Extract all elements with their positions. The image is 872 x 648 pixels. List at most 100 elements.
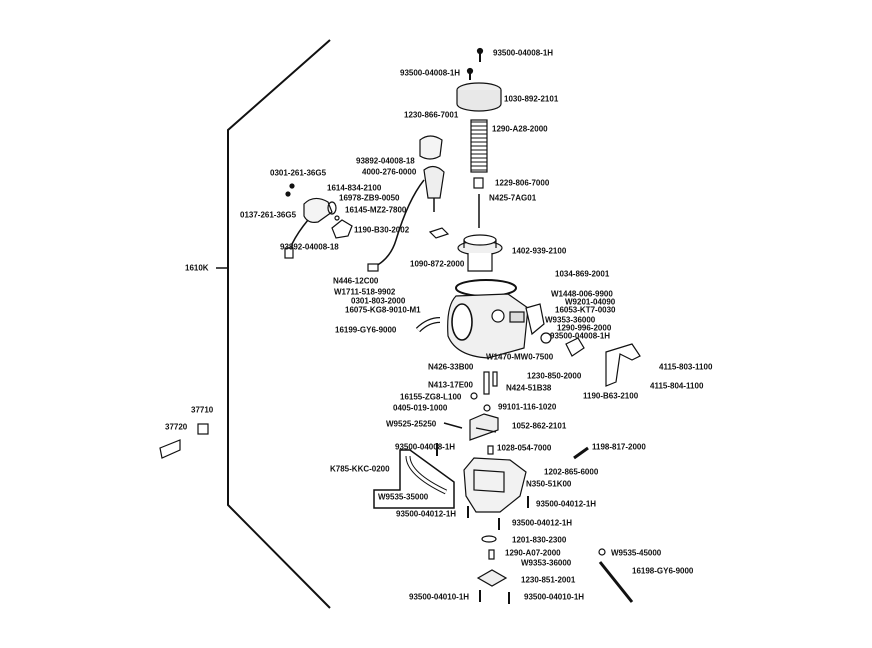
pump-cover-icon: [476, 569, 508, 587]
auto-choke-icon: [367, 165, 445, 272]
pipe-icon: [598, 561, 634, 603]
clamp-icon: [598, 548, 606, 556]
part-label[interactable]: 1230-866-7001: [404, 110, 459, 120]
part-label[interactable]: N425-7AG01: [489, 193, 537, 203]
drain-screw-icon: [573, 446, 589, 460]
part-label[interactable]: 1230-850-2000: [527, 371, 582, 381]
part-label[interactable]: 99101-116-1020: [498, 402, 557, 412]
hose-kit-box: [373, 449, 455, 509]
part-label[interactable]: 93892-04008-18: [356, 156, 415, 166]
spring-icon: [488, 549, 495, 560]
part-label[interactable]: 0137-261-36G5: [240, 210, 297, 220]
part-label[interactable]: 1614-834-2100: [327, 183, 382, 193]
part-label[interactable]: 16199-GY6-9000: [335, 325, 397, 335]
part-label[interactable]: 1202-865-6000: [544, 467, 599, 477]
part-label[interactable]: 1190-B63-2100: [583, 391, 639, 401]
part-label[interactable]: 1090-872-2000: [410, 259, 465, 269]
main-jet-icon: [483, 371, 490, 395]
part-label[interactable]: W1448-006-9900: [551, 289, 613, 299]
float-icon: [469, 413, 499, 441]
part-label[interactable]: N446-12C00: [333, 276, 379, 286]
part-label[interactable]: 93892-04008-18: [280, 242, 339, 252]
part-label[interactable]: 16978-ZB9-0050: [339, 193, 400, 203]
plug-icon: [483, 404, 491, 412]
part-label[interactable]: 16198-GY6-9000: [632, 566, 694, 576]
part-label[interactable]: W9353-36000: [545, 315, 596, 325]
part-label[interactable]: 0405-019-1000: [393, 403, 448, 413]
part-label[interactable]: W9353-36000: [521, 558, 572, 568]
part-label[interactable]: 1290-A28-2000: [492, 124, 548, 134]
overflow-hose-icon: [405, 455, 448, 495]
spring-icon: [470, 119, 488, 173]
top-cap-icon: [456, 82, 502, 112]
float-pin-icon: [443, 422, 463, 429]
diaphragm-piston-icon: [457, 234, 503, 272]
part-label[interactable]: N426-33B00: [428, 362, 474, 372]
jet-icon: [492, 371, 498, 387]
part-label[interactable]: 93500-04008-1H: [400, 68, 461, 78]
part-label[interactable]: 37710: [191, 405, 214, 415]
part-label[interactable]: 1034-869-2001: [555, 269, 610, 279]
overflow-hose-inner: [406, 455, 447, 494]
starter-cover-icon: [419, 135, 443, 160]
needle-clip-icon: [473, 177, 484, 189]
carburetor-body-icon: [447, 279, 529, 359]
mounting-bracket-icon: [605, 343, 641, 387]
part-label[interactable]: 4000-276-0000: [362, 167, 417, 177]
part-label[interactable]: 93500-04008-1H: [493, 48, 554, 58]
part-label[interactable]: 37720: [165, 422, 188, 432]
part-label[interactable]: 1290-A07-2000: [505, 548, 561, 558]
hose-icon: [416, 318, 441, 332]
diaphragm-icon: [481, 535, 497, 543]
part-label[interactable]: W1470-MW0-7500: [486, 352, 554, 362]
part-label[interactable]: 16145-MZ2-7800: [345, 205, 407, 215]
part-label[interactable]: 1190-B30-2002: [354, 225, 410, 235]
assembly-bracket: [227, 39, 331, 609]
part-label[interactable]: W9201-04090: [565, 297, 616, 307]
part-label[interactable]: 1229-806-7000: [495, 178, 550, 188]
part-label[interactable]: 1290-996-2000: [557, 323, 612, 333]
plate-icon: [331, 219, 353, 239]
part-label[interactable]: N350-51K00: [526, 479, 572, 489]
pilot-jet-icon: [470, 392, 478, 400]
part-label[interactable]: 1198-817-2000: [592, 442, 646, 452]
screw-icon: [466, 67, 474, 80]
part-label[interactable]: 0301-803-2000: [351, 296, 406, 306]
part-label[interactable]: 1052-862-2101: [512, 421, 567, 431]
part-label[interactable]: W9535-45000: [611, 548, 662, 558]
part-label[interactable]: W9535-35000: [378, 492, 429, 502]
part-label[interactable]: 4115-804-1100: [650, 381, 704, 391]
part-label[interactable]: 16155-ZG8-L100: [400, 392, 462, 402]
part-label[interactable]: 93500-04010-1H: [409, 592, 470, 602]
washer-icon: [334, 215, 340, 221]
part-label[interactable]: N413-17E00: [428, 380, 473, 390]
part-label[interactable]: 93500-04008-1H: [395, 442, 456, 452]
part-label[interactable]: 93500-04012-1H: [512, 518, 573, 528]
part-label[interactable]: 1230-851-2001: [521, 575, 576, 585]
float-bowl-icon: [463, 457, 527, 513]
part-label[interactable]: K785-KKC-0200: [330, 464, 390, 474]
part-label[interactable]: 1028-054-7000: [497, 443, 552, 453]
part-label[interactable]: 93500-04012-1H: [396, 509, 457, 519]
gasket-icon: [428, 227, 450, 239]
part-label[interactable]: 0301-261-36G5: [270, 168, 327, 178]
throttle-lever-icon: [525, 303, 545, 336]
screw-icon: [487, 445, 494, 455]
part-label[interactable]: W9525-25250: [386, 419, 437, 429]
part-label[interactable]: 1030-892-2101: [504, 94, 559, 104]
part-label[interactable]: 16075-KG8-9010-M1: [345, 305, 421, 315]
part-label[interactable]: 93500-04010-1H: [524, 592, 585, 602]
part-label[interactable]: 93500-04008-1H: [550, 331, 611, 341]
washer-icon: [540, 332, 552, 344]
part-label[interactable]: N424-51B38: [506, 383, 552, 393]
choke-bracket-icon: [284, 183, 333, 259]
part-label[interactable]: 16053-KT7-0030: [555, 305, 616, 315]
part-label[interactable]: 1201-830-2300: [512, 535, 567, 545]
cable-bracket-icon: [565, 337, 585, 357]
part-label[interactable]: 1402-939-2100: [512, 246, 567, 256]
part-label[interactable]: W1711-518-9902: [334, 287, 396, 297]
part-label[interactable]: 93500-04012-1H: [536, 499, 597, 509]
part-label[interactable]: 4115-803-1100: [659, 362, 713, 372]
